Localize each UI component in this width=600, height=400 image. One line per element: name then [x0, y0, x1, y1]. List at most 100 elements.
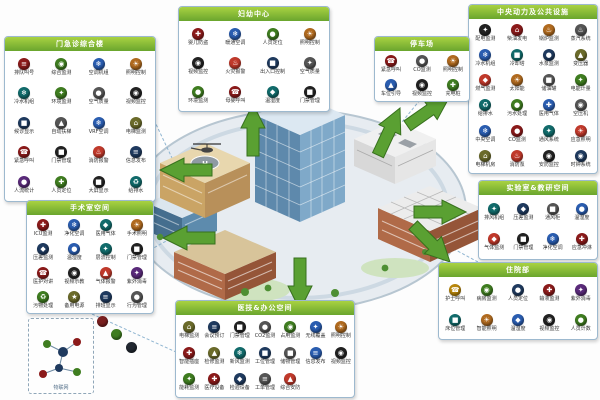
system-item[interactable]: ✦配电监测: [475, 23, 495, 42]
system-item[interactable]: ✚智能插座: [179, 346, 199, 365]
system-item[interactable]: ☎紧急呼叫: [381, 55, 401, 73]
system-item[interactable]: ⌂柴油发电: [507, 23, 527, 42]
system-item[interactable]: ☀照明控制: [126, 58, 146, 76]
system-item[interactable]: ✚ICU监测: [34, 219, 52, 237]
system-item[interactable]: ☀智能照明: [477, 313, 497, 332]
system-item[interactable]: ♨消防报警: [89, 146, 109, 164]
system-item[interactable]: ◆温湿度: [510, 313, 526, 332]
system-item[interactable]: ❄中央空调: [475, 124, 495, 143]
system-item[interactable]: ◆燃气监测: [475, 74, 495, 92]
system-item[interactable]: ✦空气质量: [300, 56, 320, 75]
system-item[interactable]: ■通风柜: [545, 202, 560, 221]
system-item[interactable]: ◉综合监测: [51, 58, 71, 76]
system-item[interactable]: ≡信息发布: [306, 346, 326, 365]
system-item[interactable]: ❄VRF空调: [89, 116, 109, 135]
system-item[interactable]: ◉安防监控: [539, 149, 559, 168]
system-item[interactable]: ■大屏显示: [89, 175, 109, 194]
system-item[interactable]: ≡会议预订: [204, 320, 224, 339]
system-item[interactable]: ☎母婴呼叫: [225, 85, 245, 104]
system-item[interactable]: ■储油罐: [541, 74, 556, 92]
system-item[interactable]: ■床位管理: [445, 313, 465, 332]
system-item[interactable]: ◉视频示教: [64, 266, 84, 285]
system-item[interactable]: ☀照明控制: [300, 27, 320, 46]
system-item[interactable]: ✚医疗设备: [204, 373, 224, 391]
system-item[interactable]: ♻给排水: [128, 175, 143, 194]
system-item[interactable]: ●人员定位: [263, 27, 283, 46]
system-item[interactable]: ✦紫外消毒: [127, 266, 147, 285]
system-item[interactable]: ✦通风系统: [539, 124, 559, 143]
system-item[interactable]: ●污水处理: [507, 99, 527, 117]
system-item[interactable]: ●环境监测: [188, 85, 208, 104]
system-item[interactable]: ❄冷水机组: [14, 87, 34, 105]
system-item[interactable]: ✦能耗监测: [179, 373, 199, 391]
system-item[interactable]: ■门禁管理: [300, 85, 320, 104]
system-item[interactable]: ◉视频监控: [188, 56, 208, 75]
system-item[interactable]: ✚婴儿防盗: [188, 27, 208, 46]
system-item[interactable]: ❄净化空调: [543, 233, 563, 251]
system-item[interactable]: ■门禁管理: [127, 243, 147, 261]
system-item[interactable]: ❄空调机组: [89, 58, 109, 76]
system-item[interactable]: ●CO2监测: [255, 320, 275, 339]
system-item[interactable]: ◉病房监测: [477, 284, 497, 302]
system-item[interactable]: ♨消防泵: [510, 149, 525, 168]
system-item[interactable]: ✚应急冲淋: [572, 233, 592, 251]
system-item[interactable]: ✚输液监测: [539, 284, 559, 302]
system-item[interactable]: ●人员计数: [571, 313, 591, 332]
system-item[interactable]: ✚充电桩: [445, 78, 461, 97]
system-item[interactable]: ☎紧急呼叫: [14, 146, 34, 164]
system-item[interactable]: ▲检修监测: [204, 346, 224, 365]
system-item[interactable]: ☀应急照明: [571, 124, 591, 143]
system-item[interactable]: ✦无线覆盖: [306, 320, 326, 339]
system-item[interactable]: ◆检验设备: [230, 373, 250, 391]
system-item[interactable]: ◉视频监控: [539, 313, 559, 332]
system-item[interactable]: ♻给排水: [478, 99, 493, 117]
system-item[interactable]: ■候诊显示: [14, 116, 34, 135]
system-item[interactable]: ★备用电源: [64, 290, 84, 309]
system-item[interactable]: ◉视频监控: [412, 78, 432, 97]
system-item[interactable]: ≡工单管理: [255, 373, 275, 391]
system-item[interactable]: ☀太阳能: [510, 74, 525, 92]
system-item[interactable]: ✦层流控制: [96, 243, 116, 261]
system-item[interactable]: ⌂电梯机房: [475, 149, 495, 168]
system-item[interactable]: ☎护士呼叫: [445, 284, 465, 302]
system-item[interactable]: ◉视频监控: [331, 346, 351, 365]
system-item[interactable]: ≡信息发布: [126, 146, 146, 164]
system-item[interactable]: ☀照明控制: [443, 55, 463, 73]
system-item[interactable]: ✚医用气体: [539, 99, 559, 117]
system-item[interactable]: ✦紫外消毒: [571, 284, 591, 302]
system-item[interactable]: ■储物管理: [280, 346, 300, 365]
system-item[interactable]: ⌂电梯监测: [179, 320, 199, 339]
system-item[interactable]: ▲自动扶梯: [51, 116, 71, 135]
system-item[interactable]: ❄冷水机组: [475, 49, 495, 67]
system-item[interactable]: ●水泵监测: [539, 49, 559, 67]
system-item[interactable]: ●人流统计: [14, 175, 34, 194]
system-item[interactable]: ◆医用气体: [96, 219, 116, 237]
system-item[interactable]: ▲气体报警: [96, 266, 116, 285]
system-item[interactable]: ✦电能计量: [571, 74, 591, 92]
system-item[interactable]: ■门禁管理: [513, 233, 533, 251]
system-item[interactable]: ♻污物处理: [33, 290, 53, 309]
system-item[interactable]: ●温湿度: [574, 202, 589, 221]
system-item[interactable]: ●空气质量: [89, 87, 109, 105]
system-item[interactable]: ♨蒸汽系统: [571, 23, 591, 42]
system-item[interactable]: ⌂电梯监测: [126, 116, 146, 135]
system-item[interactable]: ◆气体监测: [484, 233, 504, 251]
system-item[interactable]: ■门禁管理: [51, 146, 71, 164]
system-item[interactable]: ▲综合安防: [280, 373, 300, 391]
system-item[interactable]: ✦排风机组: [484, 202, 504, 221]
system-item[interactable]: ☎医护对讲: [33, 266, 53, 285]
system-item[interactable]: ◉占用监测: [280, 320, 300, 339]
system-item[interactable]: ●CO监测: [508, 124, 526, 143]
system-item[interactable]: ◉时钟系统: [571, 149, 591, 168]
system-item[interactable]: ✦环境监测: [51, 87, 71, 105]
system-item[interactable]: ❄新风监测: [230, 346, 250, 365]
system-item[interactable]: ■冷却塔: [510, 49, 525, 67]
system-item[interactable]: ☀照明控制: [331, 320, 351, 339]
system-item[interactable]: ❄暖通空调: [225, 27, 245, 46]
system-item[interactable]: ◉视频监控: [126, 87, 146, 105]
system-item[interactable]: ◆压差监测: [33, 243, 53, 261]
system-item[interactable]: ◉空压机: [573, 99, 588, 117]
system-item[interactable]: ■门禁管理: [230, 320, 250, 339]
system-item[interactable]: ≡排队叫号: [14, 58, 34, 76]
system-item[interactable]: ♨锅炉监测: [539, 23, 559, 42]
